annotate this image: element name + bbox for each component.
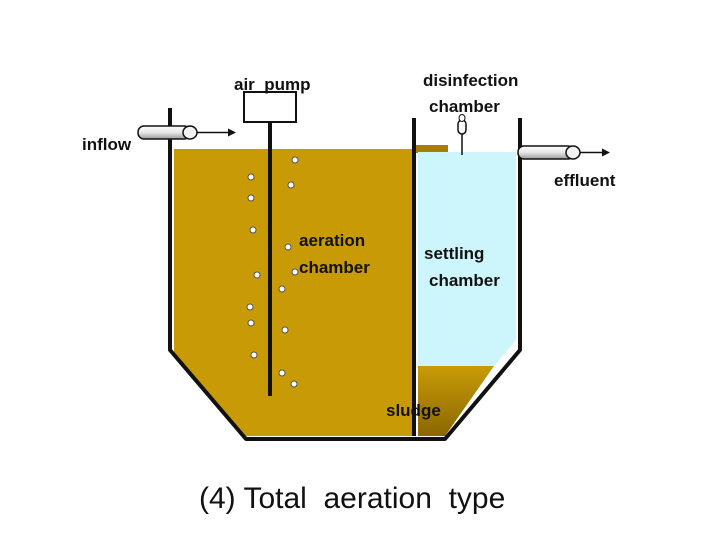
disinfection-chamber-label: chamber	[429, 97, 500, 116]
aeration-label: aeration	[299, 231, 365, 250]
effluent-pipe	[517, 145, 610, 160]
bubble	[278, 285, 286, 293]
bubble	[253, 271, 261, 279]
bubble	[291, 156, 299, 164]
liquid-top-strip	[414, 145, 448, 153]
tank-outline	[168, 108, 522, 441]
air-bubbles	[246, 156, 299, 388]
bubble	[278, 369, 286, 377]
bubble	[247, 173, 255, 181]
aeration-liquid	[174, 149, 414, 436]
settling-chamber-label: chamber	[429, 271, 500, 290]
bubble	[250, 351, 258, 359]
bubble	[249, 226, 257, 234]
bubble	[290, 380, 298, 388]
bubble	[247, 194, 255, 202]
effluent-label: effluent	[554, 171, 616, 190]
disinfection-label: disinfection	[423, 71, 518, 90]
bubble	[247, 319, 255, 327]
bubble	[246, 303, 254, 311]
inflow-pipe	[137, 125, 236, 140]
air-pump-box	[243, 91, 297, 123]
disinfection-feed	[457, 114, 467, 155]
air-pump-label: air pump	[234, 75, 311, 94]
bubble	[287, 181, 295, 189]
settling-water	[418, 152, 516, 366]
bubble	[291, 268, 299, 276]
figure-caption: (4) Total aeration type	[199, 482, 505, 515]
aeration-chamber-label: chamber	[299, 258, 370, 277]
bubble	[281, 326, 289, 334]
sludge-hopper	[418, 366, 494, 436]
sludge-label: sludge	[386, 401, 441, 420]
inflow-label: inflow	[82, 135, 132, 154]
settling-label: settling	[424, 244, 484, 263]
bubble	[284, 243, 292, 251]
